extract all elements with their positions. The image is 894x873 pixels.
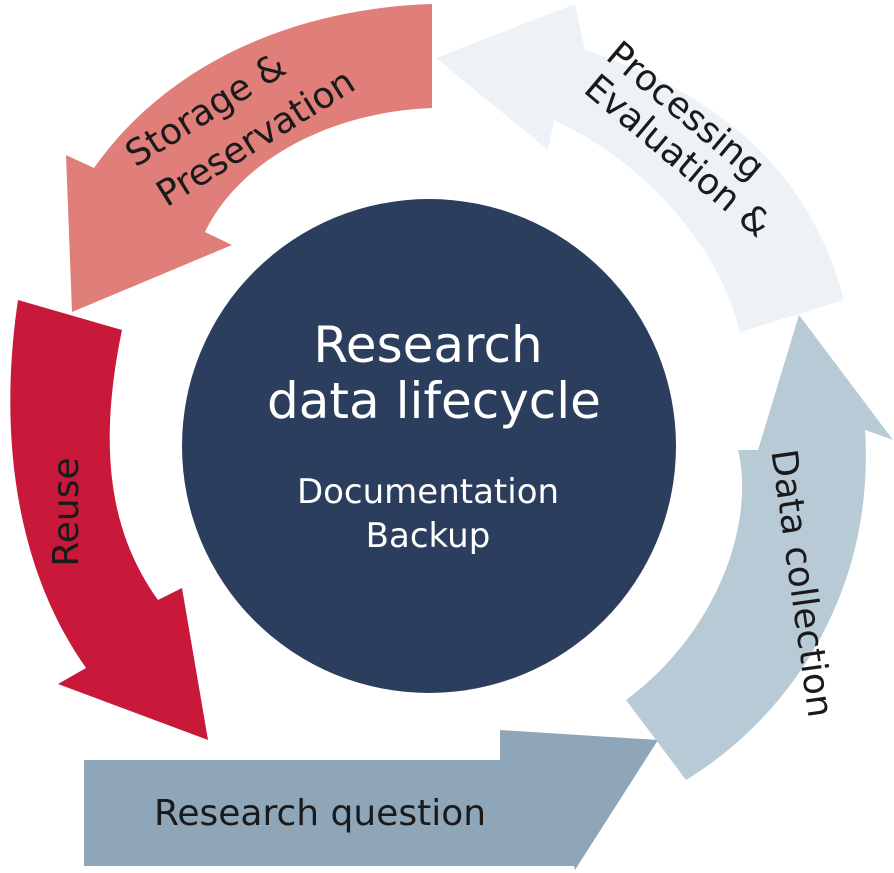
data-collection-arrow	[626, 315, 893, 780]
center-sub-line2: Backup	[366, 516, 491, 556]
processing-evaluation-arrow	[436, 4, 844, 332]
research-question-label: Research question	[154, 793, 486, 834]
center-circle	[182, 199, 676, 693]
center-title-line2: data lifecycle	[267, 372, 601, 430]
research-question-arrow	[84, 730, 658, 870]
reuse-arrow	[10, 300, 208, 740]
storage-preservation-arrow	[66, 4, 432, 312]
center-title-line1: Research	[313, 316, 542, 374]
center-sub-line1: Documentation	[297, 472, 559, 512]
reuse-label: Reuse	[46, 457, 87, 566]
